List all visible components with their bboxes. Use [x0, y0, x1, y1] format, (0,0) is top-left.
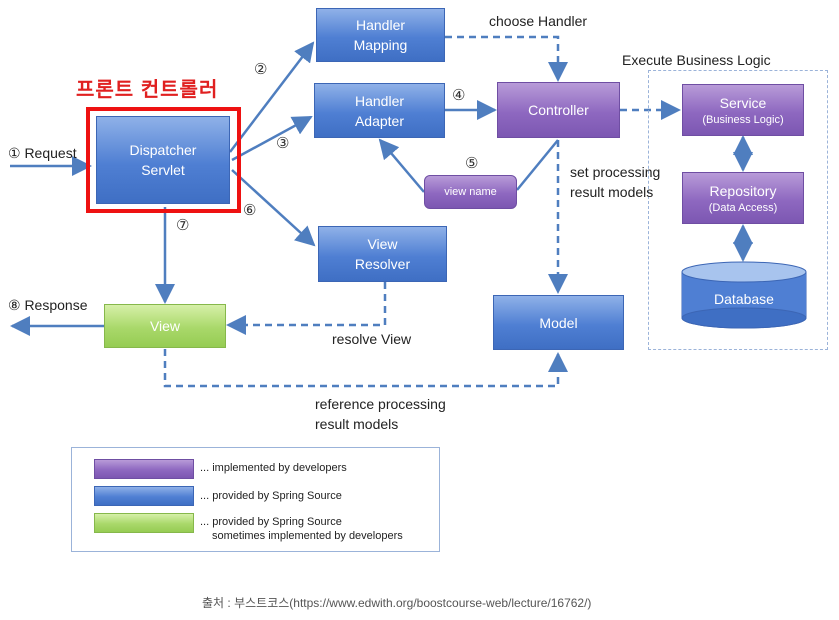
choose-handler-label: choose Handler	[489, 13, 588, 29]
repository-box: Repository (Data Access)	[682, 172, 804, 224]
dispatcher-servlet-box: Dispatcher Servlet	[96, 116, 230, 204]
handler-adapter-line1: Handler	[354, 92, 405, 109]
reference-processing-line1: reference processing	[315, 396, 446, 412]
reference-processing-label: reference processing result models	[315, 394, 446, 434]
arrow-to-handler-mapping	[229, 41, 315, 153]
arrow-view-name-to-adapter	[378, 138, 425, 193]
legend-text-green-line1: ... provided by Spring Source	[200, 516, 342, 528]
legend-swatch-purple	[94, 459, 194, 479]
handler-mapping-line2: Mapping	[353, 37, 408, 53]
legend-text-green-line2: sometimes implemented by developers	[212, 530, 403, 542]
legend-text-blue: ... provided by Spring Source	[200, 490, 342, 502]
resolve-view-label: resolve View	[332, 331, 412, 347]
set-processing-line2: result models	[570, 184, 654, 200]
handler-mapping-box: Handler Mapping	[316, 8, 445, 62]
service-title: Service	[719, 95, 767, 111]
dispatcher-label-line2: Servlet	[141, 162, 185, 178]
request-label: ① Request	[8, 145, 77, 161]
reference-processing-line2: result models	[315, 416, 399, 432]
set-processing-line1: set processing	[570, 164, 661, 180]
front-controller-highlight	[86, 107, 241, 213]
legend-text-purple: ... implemented by developers	[200, 462, 347, 474]
source-caption: 출처 : 부스트코스(https://www.edwith.org/boostc…	[202, 596, 592, 610]
controller-box: Controller	[497, 82, 620, 138]
legend-swatch-green	[94, 513, 194, 533]
step-3-number: ③	[276, 135, 290, 152]
choose-handler-arrow	[445, 35, 568, 82]
arrow-to-view-resolver	[231, 169, 316, 247]
set-processing-label: set processing result models	[570, 162, 660, 202]
view-label: View	[149, 318, 181, 334]
step-2-number: ②	[254, 61, 268, 78]
repository-title: Repository	[709, 183, 777, 199]
step-5-number: ⑤	[465, 155, 479, 172]
legend: ... implemented by developers ... provid…	[71, 447, 440, 552]
view-resolver-box: View Resolver	[318, 226, 447, 282]
reference-models-arrow	[163, 349, 568, 388]
response-label: ⑧ Response	[8, 297, 88, 313]
database-label: Database	[714, 291, 774, 307]
repository-sub: (Data Access)	[708, 202, 778, 214]
resolve-view-arrow	[226, 282, 387, 335]
step-7-number: ⑦	[176, 217, 190, 234]
step-6-number: ⑥	[243, 202, 257, 219]
front-controller-title: 프론트 컨트롤러	[76, 79, 219, 101]
dispatcher-label-line1: Dispatcher	[129, 142, 197, 158]
handler-adapter-line2: Adapter	[354, 112, 405, 129]
business-logic-frame	[648, 70, 828, 350]
service-box: Service (Business Logic)	[682, 84, 804, 136]
arrow-to-handler-adapter	[231, 115, 313, 162]
view-resolver-line2: Resolver	[354, 256, 411, 272]
legend-swatch-blue	[94, 486, 194, 506]
controller-label: Controller	[528, 102, 589, 118]
handler-mapping-line1: Handler	[355, 17, 406, 33]
view-resolver-line1: View	[367, 236, 398, 252]
view-box: View	[104, 304, 226, 348]
database-cylinder	[681, 261, 807, 329]
handler-adapter-box: Handler Adapter	[314, 83, 445, 138]
view-name-label: view name	[444, 186, 497, 198]
database-label-box: Database	[682, 286, 806, 312]
model-label: Model	[539, 314, 578, 331]
model-box: Model	[493, 295, 624, 350]
service-sub: (Business Logic)	[702, 114, 784, 126]
arrow-controller-to-view-name	[516, 139, 559, 191]
execute-logic-label: Execute Business Logic	[622, 52, 771, 68]
legend-text-green: ... provided by Spring Source sometimes …	[200, 515, 403, 543]
view-name-box: view name	[424, 175, 517, 209]
step-4-number: ④	[452, 87, 466, 104]
